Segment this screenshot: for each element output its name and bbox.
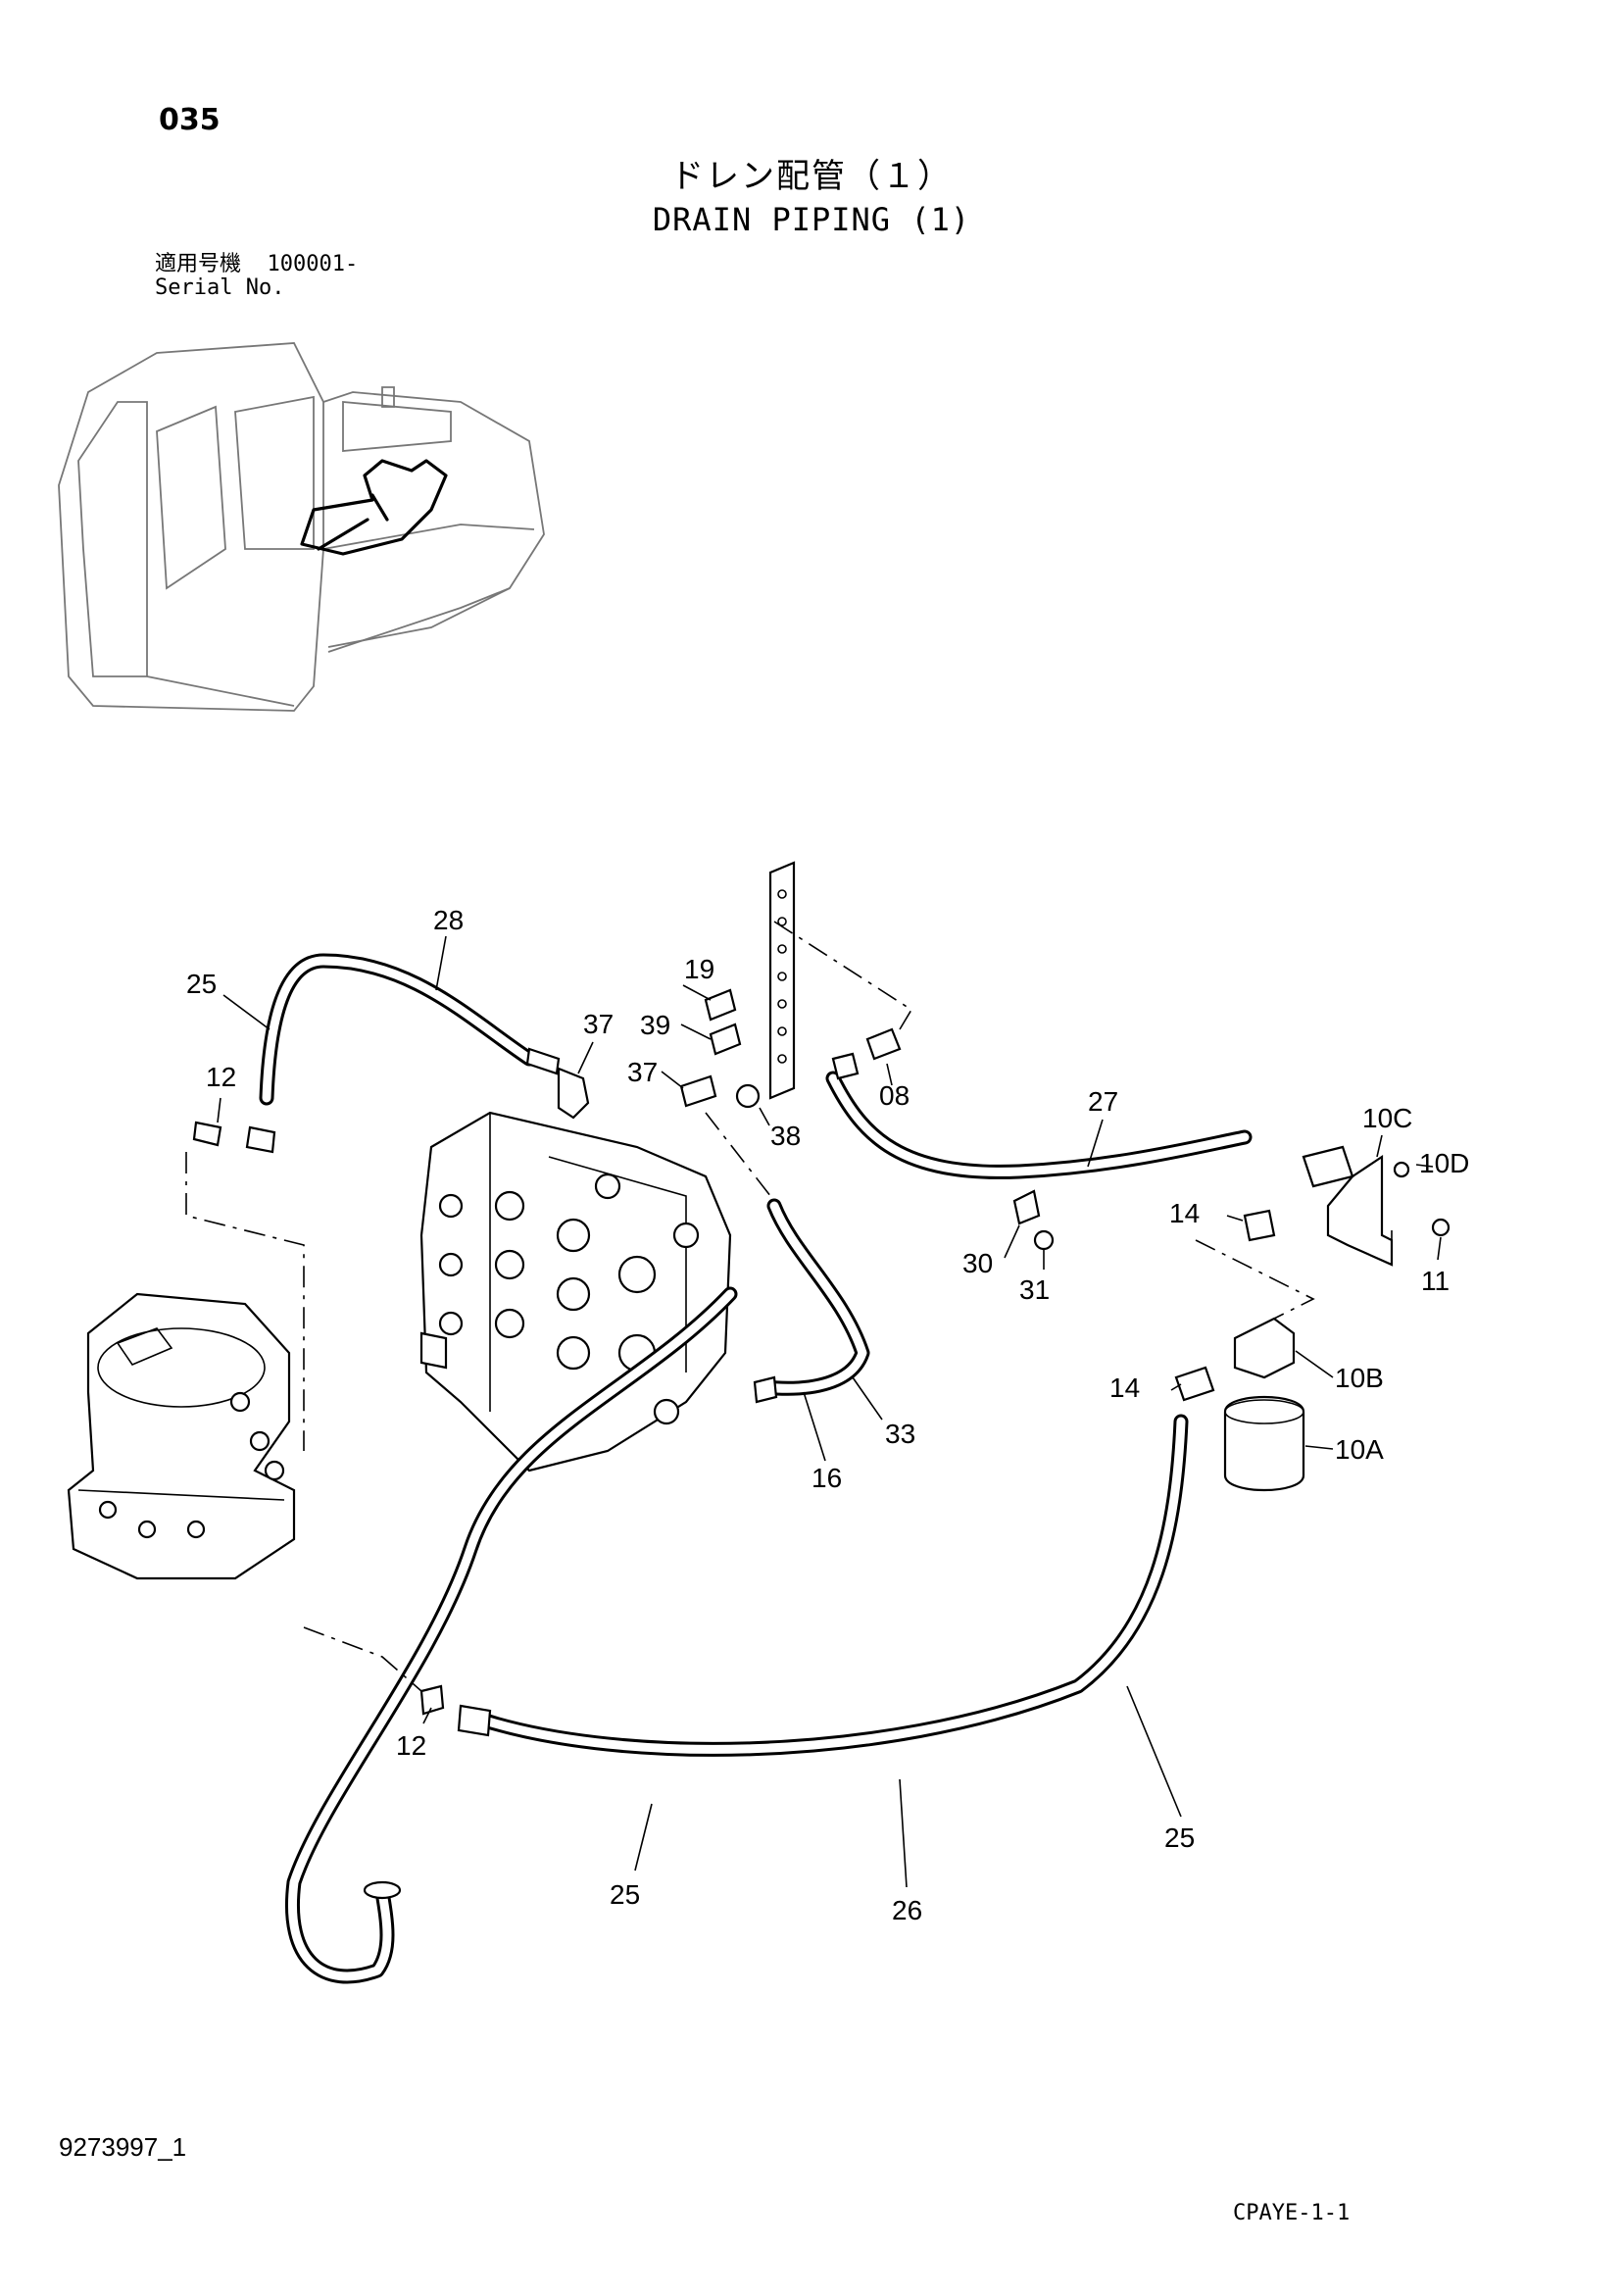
callout-label: 33 (885, 1419, 915, 1449)
callout-label: 08 (879, 1080, 910, 1111)
leader-lines (217, 935, 1442, 1888)
filter-assembly (1223, 1145, 1451, 1491)
callout-label: 30 (962, 1248, 993, 1278)
callout-label: 25 (186, 969, 217, 999)
fittings (192, 988, 1276, 1737)
document-id: 9273997_1 (59, 2132, 187, 2162)
valve-plate (768, 861, 796, 1100)
callout-label: 25 (610, 1879, 640, 1910)
excavator-overview-illustration (58, 342, 545, 712)
callout-label: 27 (1088, 1086, 1118, 1117)
serial-block: 適用号機 100001- Serial No. (155, 253, 358, 300)
callout-label: 38 (770, 1121, 801, 1151)
callout-label: 11 (1421, 1266, 1450, 1296)
callout-label: 37 (583, 1009, 614, 1039)
callout-label: 31 (1019, 1274, 1050, 1305)
callout-label: 10B (1335, 1363, 1384, 1393)
callout-label: 39 (640, 1010, 670, 1040)
callout-label: 12 (396, 1730, 426, 1761)
swing-motor (67, 1292, 296, 1580)
callout-label: 12 (206, 1062, 236, 1092)
callout-labels: 28 25 12 37 19 39 37 38 08 27 10C 10D 14… (186, 905, 1469, 1925)
callout-label: 14 (1169, 1198, 1200, 1228)
callout-label: 10C (1362, 1103, 1412, 1133)
title-japanese: ドレン配管（１） (670, 157, 953, 196)
sheet-code: CPAYE-1-1 (1233, 2201, 1351, 2225)
control-valve (419, 1111, 732, 1472)
serial-row-jp: 適用号機 100001- (155, 253, 358, 276)
callout-label: 26 (892, 1895, 922, 1925)
title-english: DRAIN PIPING (1) (652, 201, 971, 238)
callout-label: 37 (627, 1057, 658, 1087)
callout-label: 14 (1109, 1373, 1140, 1403)
reference-lines (185, 921, 1393, 1692)
callout-label: 10D (1419, 1148, 1469, 1178)
callout-label: 19 (684, 954, 714, 984)
callout-label: 28 (433, 905, 464, 935)
callout-label: 10A (1335, 1434, 1384, 1465)
callout-label: 25 (1164, 1822, 1195, 1853)
serial-label-jp: 適用号機 (155, 252, 242, 276)
callout-label: 16 (812, 1463, 842, 1493)
hoses (259, 953, 1253, 1984)
page-number: 035 (159, 103, 221, 137)
serial-label-en: Serial No. (155, 275, 285, 300)
serial-value: 100001- (267, 252, 359, 276)
